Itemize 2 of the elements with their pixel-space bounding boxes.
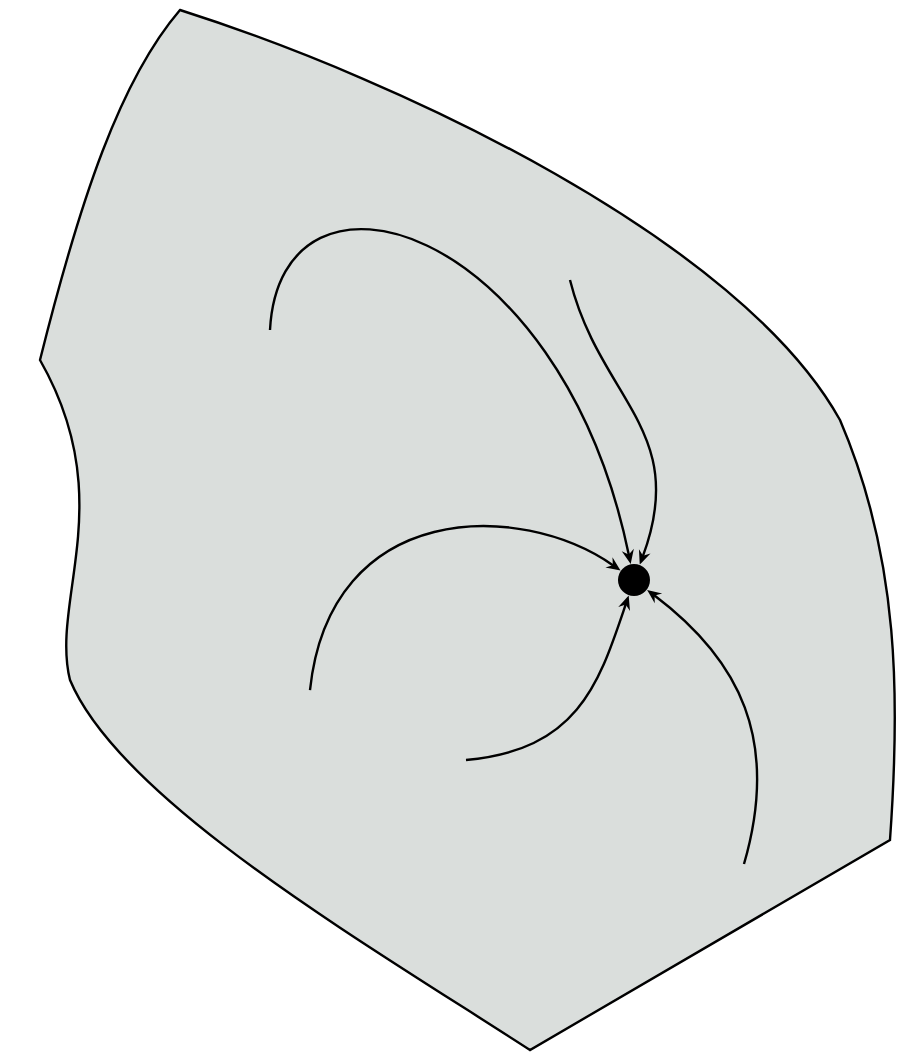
point-dot: [618, 564, 650, 596]
surface-drawing: [38, 8, 897, 1052]
